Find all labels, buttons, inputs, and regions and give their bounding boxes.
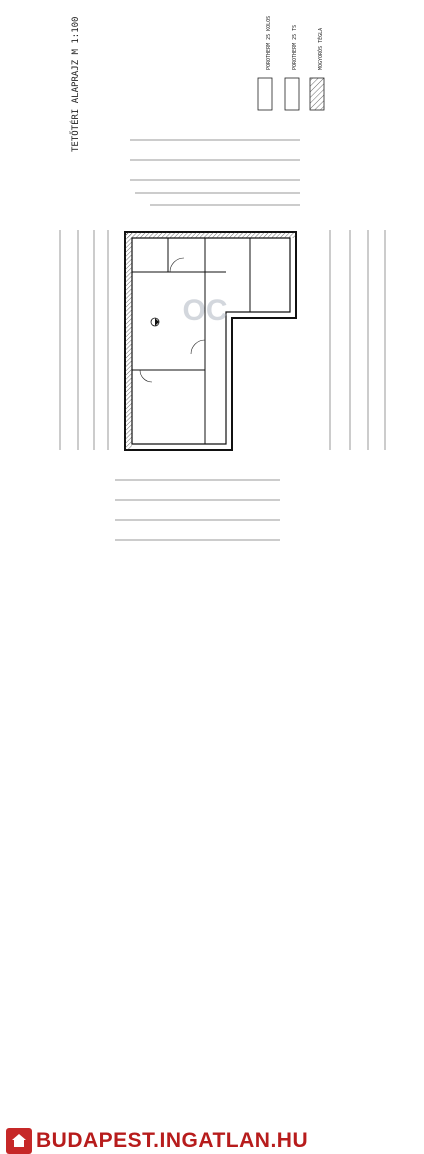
legend-label-3: MOGYORÓS TÉGLA [316,28,324,70]
brand-logo[interactable]: BUDAPEST.INGATLAN.HU [6,1128,308,1154]
legend-label-2: POROTHERM 25 TS [292,25,298,70]
door-swings [139,257,206,383]
top-dimension-lines [130,139,300,206]
building-walls [124,231,297,451]
drawing-title: TETŐTÉRI ALAPRAJZ M 1:100 [69,17,81,152]
brand-text: BUDAPEST.INGATLAN.HU [36,1129,309,1152]
legend-label-1: POROTHERM 25 KOLOS [266,16,272,70]
floor-plan-sheet: TETŐTÉRI ALAPRAJZ M 1:100 POROTHERM 25 K… [59,15,386,541]
right-dimension-lines [329,230,386,450]
watermark: OC [183,294,228,327]
left-dimension-lines [59,230,109,450]
interior-walls [132,238,251,444]
level-marker [150,317,160,327]
house-icon [6,1128,32,1154]
footer: BUDAPEST.INGATLAN.HU [0,562,424,1154]
legend: POROTHERM 25 KOLOS POROTHERM 25 TS MOGYO… [257,16,325,111]
bottom-dimension-lines [115,479,280,541]
